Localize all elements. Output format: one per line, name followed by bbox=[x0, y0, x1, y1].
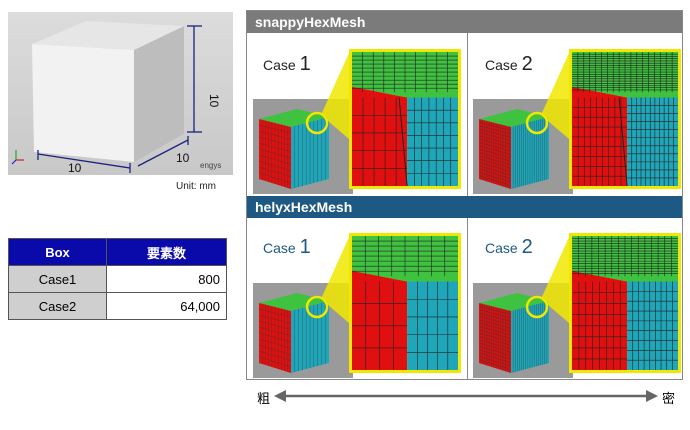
cube-front-face bbox=[32, 44, 134, 162]
helyx-case1-mesh bbox=[253, 223, 465, 378]
table-row-value: 800 bbox=[106, 265, 227, 293]
cube-figure: 10 10 10 engys bbox=[8, 12, 233, 175]
case-number: 2 bbox=[521, 236, 533, 258]
dim-label-depth: 10 bbox=[176, 151, 190, 165]
snappyhexmesh-header: snappyHexMesh bbox=[247, 11, 682, 33]
dim-label-height: 10 bbox=[207, 94, 221, 108]
snappy-case2-mesh bbox=[473, 39, 685, 194]
dim-label-bottom: 10 bbox=[68, 161, 82, 175]
table-row-label: Case2 bbox=[8, 292, 107, 320]
cube-side-face bbox=[134, 26, 184, 162]
engys-logo: engys bbox=[200, 161, 221, 170]
table-header-box: Box bbox=[8, 238, 107, 266]
helyx-case2-title: Case 2 bbox=[485, 236, 533, 259]
axis-label-fine: 密 bbox=[662, 391, 676, 406]
snappy-case1-title: Case 1 bbox=[263, 53, 311, 76]
table-header-element-count: 要素数 bbox=[106, 238, 227, 266]
case-prefix: Case bbox=[485, 57, 518, 73]
table-header-row: Box 要素数 bbox=[8, 238, 227, 266]
case-prefix: Case bbox=[263, 57, 296, 73]
case-number: 2 bbox=[521, 53, 533, 75]
table-row-value: 64,000 bbox=[106, 292, 227, 320]
case-prefix: Case bbox=[485, 240, 518, 256]
cube-drawing: 10 10 10 engys bbox=[11, 21, 221, 175]
coarse-fine-arrow bbox=[274, 390, 658, 402]
dimension-lines bbox=[37, 25, 202, 173]
section-divider bbox=[467, 218, 468, 380]
case-prefix: Case bbox=[263, 240, 296, 256]
case-number: 1 bbox=[299, 236, 311, 258]
element-count-table: Box 要素数 Case1 800 Case2 64,000 bbox=[8, 238, 227, 320]
axis-label-coarse: 粗 bbox=[257, 391, 271, 406]
unit-label: Unit: mm bbox=[176, 181, 216, 192]
table-row-label: Case1 bbox=[8, 265, 107, 293]
comparison-panel: snappyHexMesh helyxHexMesh Case 1 Case 2… bbox=[246, 10, 683, 380]
helyx-case2-mesh bbox=[473, 223, 685, 378]
snappy-case2-title: Case 2 bbox=[485, 53, 533, 76]
table-row: Case2 64,000 bbox=[8, 292, 227, 320]
helyxhexmesh-header: helyxHexMesh bbox=[247, 196, 682, 218]
table-row: Case1 800 bbox=[8, 265, 227, 293]
helyx-case1-title: Case 1 bbox=[263, 236, 311, 259]
section-divider bbox=[467, 33, 468, 196]
snappy-case1-mesh bbox=[253, 39, 465, 194]
axis-triad-icon bbox=[11, 150, 24, 165]
case-number: 1 bbox=[299, 53, 311, 75]
cube-top-face bbox=[32, 21, 184, 50]
